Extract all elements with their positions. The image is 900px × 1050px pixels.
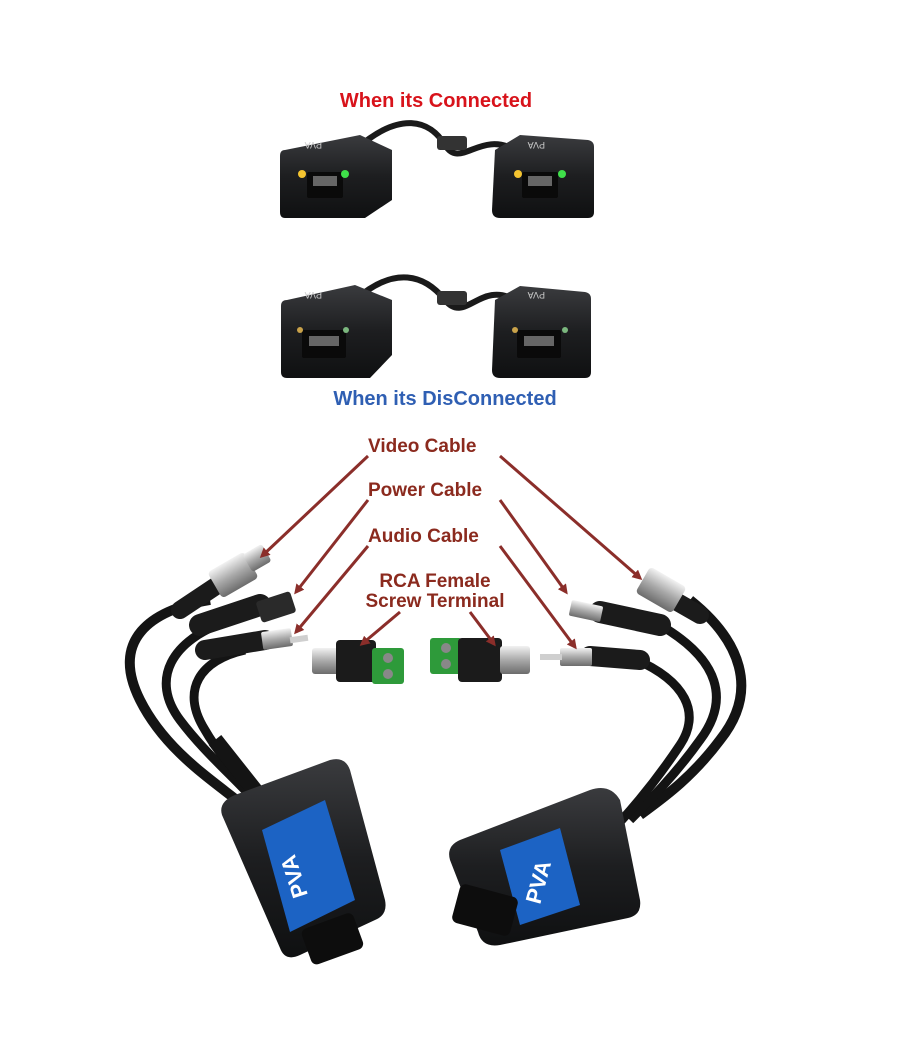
cable-assembly-right: PVA (449, 567, 747, 946)
device-marking: PVA (305, 140, 322, 150)
dc-jack-left (189, 591, 296, 636)
disconnected-caption: When its DisConnected (333, 388, 557, 410)
video-cable-label: Video Cable (368, 436, 477, 457)
power-cable-label: Power Cable (368, 480, 483, 501)
arrow-rca-right (468, 611, 496, 647)
arrow-rca-left (359, 610, 401, 646)
rca-label-line1: RCA Female (379, 571, 491, 592)
balun-pair-disconnected: PVA PVA (281, 274, 591, 378)
led-green (341, 170, 349, 178)
led-yellow (512, 327, 518, 333)
rca-plug-right (540, 646, 650, 670)
rca-screw-terminal-right (430, 638, 530, 682)
led-green (343, 327, 349, 333)
balun-left-disconnected: PVA (281, 285, 392, 378)
device-marking: PVA (528, 140, 545, 150)
led-yellow (298, 170, 306, 178)
cable-assembly-left: PVA (124, 544, 386, 965)
arrow-audio-right (498, 545, 577, 650)
bnc-connector-right (636, 567, 709, 624)
rca-screw-terminal-left (312, 640, 404, 684)
label-badge (500, 828, 580, 925)
led-green (562, 327, 568, 333)
balun-right-large: PVA (449, 787, 641, 946)
balun-left-large: PVA (221, 759, 386, 965)
rca-terminal-label: RCA Female Screw Terminal (345, 572, 525, 612)
led-yellow (514, 170, 522, 178)
arrow-power-left (294, 499, 370, 595)
audio-cable-label: Audio Cable (368, 526, 479, 547)
arrow-video-left (259, 454, 370, 559)
arrow-video-right (499, 454, 643, 580)
annotation-arrows (259, 454, 643, 650)
arrow-audio-left (294, 545, 370, 635)
balun-pair-connected: PVA PVA (280, 120, 594, 218)
rca-plug-left (195, 628, 309, 660)
balun-left-connected: PVA (280, 135, 392, 218)
dc-plug-right (569, 600, 671, 636)
device-marking: PVA (528, 290, 545, 300)
led-green (558, 170, 566, 178)
label-badge (262, 800, 355, 932)
arrow-power-right (498, 499, 568, 595)
rj45-port (301, 913, 364, 965)
rca-label-line2: Screw Terminal (365, 591, 505, 612)
balun-right-disconnected: PVA (492, 286, 591, 378)
balun-right-connected: PVA (492, 135, 594, 218)
device-marking: PVA (305, 290, 322, 300)
rj45-port (452, 884, 518, 936)
connected-caption: When its Connected (339, 90, 533, 112)
led-yellow (297, 327, 303, 333)
